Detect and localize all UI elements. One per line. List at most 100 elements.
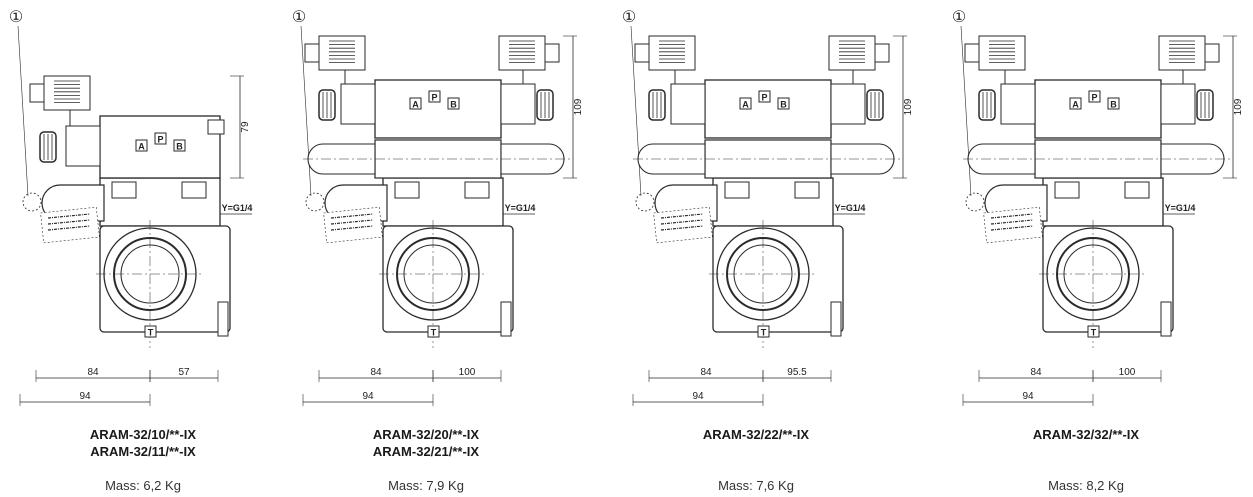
manual-override: [648, 89, 666, 121]
dimension-value: 84: [370, 367, 382, 378]
dimension-bottom: 94: [302, 391, 434, 406]
solenoid-coil: [828, 35, 890, 71]
dimension-value: 109: [573, 98, 584, 115]
callout-leader: [300, 25, 312, 197]
connector-box: [498, 35, 546, 71]
valve-body: [323, 177, 514, 348]
mass-label: Mass: 7,6 Kg: [718, 478, 794, 493]
solenoid-coil: [634, 35, 696, 71]
callout-number: ①: [292, 9, 306, 26]
dimension-value: 109: [1233, 98, 1244, 115]
connector-box: [828, 35, 876, 71]
dimension-bottom: 94: [632, 391, 764, 406]
label-plate: [653, 206, 713, 244]
port-marker: B: [173, 139, 186, 152]
dimension-value: 95.5: [787, 367, 807, 378]
port-marker: P: [154, 132, 167, 145]
port-marker: T: [144, 325, 157, 338]
valve-body: [983, 177, 1174, 348]
manual-override: [536, 89, 554, 121]
dimension-left: 84: [35, 367, 151, 382]
model-designation: ARAM-32/22/**-IX: [641, 426, 871, 443]
dimension-value: 84: [1030, 367, 1042, 378]
port-marker: P: [1088, 90, 1101, 103]
port-letter: T: [761, 328, 767, 338]
cable-gland: [634, 43, 650, 63]
dimension-value: 84: [700, 367, 712, 378]
pilot-valve: APB: [633, 35, 903, 179]
solenoid-coil: [498, 35, 560, 71]
port-letter: B: [450, 100, 457, 110]
solenoid-body: [1034, 79, 1162, 139]
port-letter: P: [1091, 93, 1097, 103]
port-marker: T: [1087, 325, 1100, 338]
port-letter: B: [780, 100, 787, 110]
connector-box: [43, 75, 91, 111]
dimension-height: 109: [1223, 35, 1244, 179]
callout-circle: [635, 192, 655, 212]
callout-leader: [630, 25, 642, 197]
callout-leader: [17, 25, 29, 197]
port-letter: T: [431, 328, 437, 338]
port-letter: B: [176, 142, 183, 152]
port-marker: A: [739, 97, 752, 110]
port-letter: P: [157, 135, 163, 145]
model-code: ARAM-32/20/**-IX: [372, 427, 480, 442]
manual-override: [318, 89, 336, 121]
dimension-value: 100: [459, 367, 476, 378]
port-letter: B: [1110, 100, 1117, 110]
port-marker: B: [447, 97, 460, 110]
callout-number: ①: [622, 9, 636, 26]
callout-circle: [965, 192, 985, 212]
port-letter: A: [742, 100, 749, 110]
label-plate: [40, 206, 100, 244]
dimension-value: 94: [79, 391, 91, 402]
valve-drawing-1: ① Y=G1/4T AP B 79 84 57 94: [9, 9, 253, 406]
port-marker: B: [777, 97, 790, 110]
port-letter: A: [412, 100, 419, 110]
dimension-right: 95.5: [762, 367, 832, 382]
dimension-left: 84: [318, 367, 434, 382]
port-marker: A: [135, 139, 148, 152]
port-letter: T: [148, 328, 154, 338]
label-plate: [983, 206, 1043, 244]
dimension-right: 100: [1092, 367, 1162, 382]
dimension-bottom: 94: [962, 391, 1094, 406]
y-port-label: Y=G1/4: [1165, 203, 1196, 213]
cable-gland: [874, 43, 890, 63]
port-letter: P: [761, 93, 767, 103]
port-letter: P: [431, 93, 437, 103]
port-marker: T: [427, 325, 440, 338]
connector-box: [648, 35, 696, 71]
solenoid-coil: [1158, 35, 1220, 71]
model-code: ARAM-32/21/**-IX: [372, 444, 480, 459]
callout-circle: [22, 192, 42, 212]
solenoid-coil: [304, 35, 366, 71]
dimension-bottom: 94: [19, 391, 151, 406]
dimension-value: 100: [1119, 367, 1136, 378]
manual-override: [866, 89, 884, 121]
dimension-value: 94: [362, 391, 374, 402]
port-marker: P: [758, 90, 771, 103]
callout-leader: [960, 25, 972, 197]
dimension-value: 57: [178, 367, 190, 378]
model-code: ARAM-32/10/**-IX: [89, 427, 197, 442]
port-marker: A: [1069, 97, 1082, 110]
callout-circle: [305, 192, 325, 212]
pilot-valve: AP B: [29, 75, 225, 179]
manual-override: [978, 89, 996, 121]
dimension-right: 100: [432, 367, 502, 382]
dimension-value: 94: [1022, 391, 1034, 402]
cable-gland: [1204, 43, 1220, 63]
model-code: ARAM-32/22/**-IX: [702, 427, 810, 442]
dimension-value: 79: [240, 121, 251, 133]
model-designation: ARAM-32/20/**-IX ARAM-32/21/**-IX: [311, 426, 541, 460]
y-port-label: Y=G1/4: [222, 203, 253, 213]
manual-override: [1196, 89, 1214, 121]
mass-label: Mass: 7,9 Kg: [388, 478, 464, 493]
callout-number: ①: [9, 9, 23, 26]
port-marker: B: [1107, 97, 1120, 110]
